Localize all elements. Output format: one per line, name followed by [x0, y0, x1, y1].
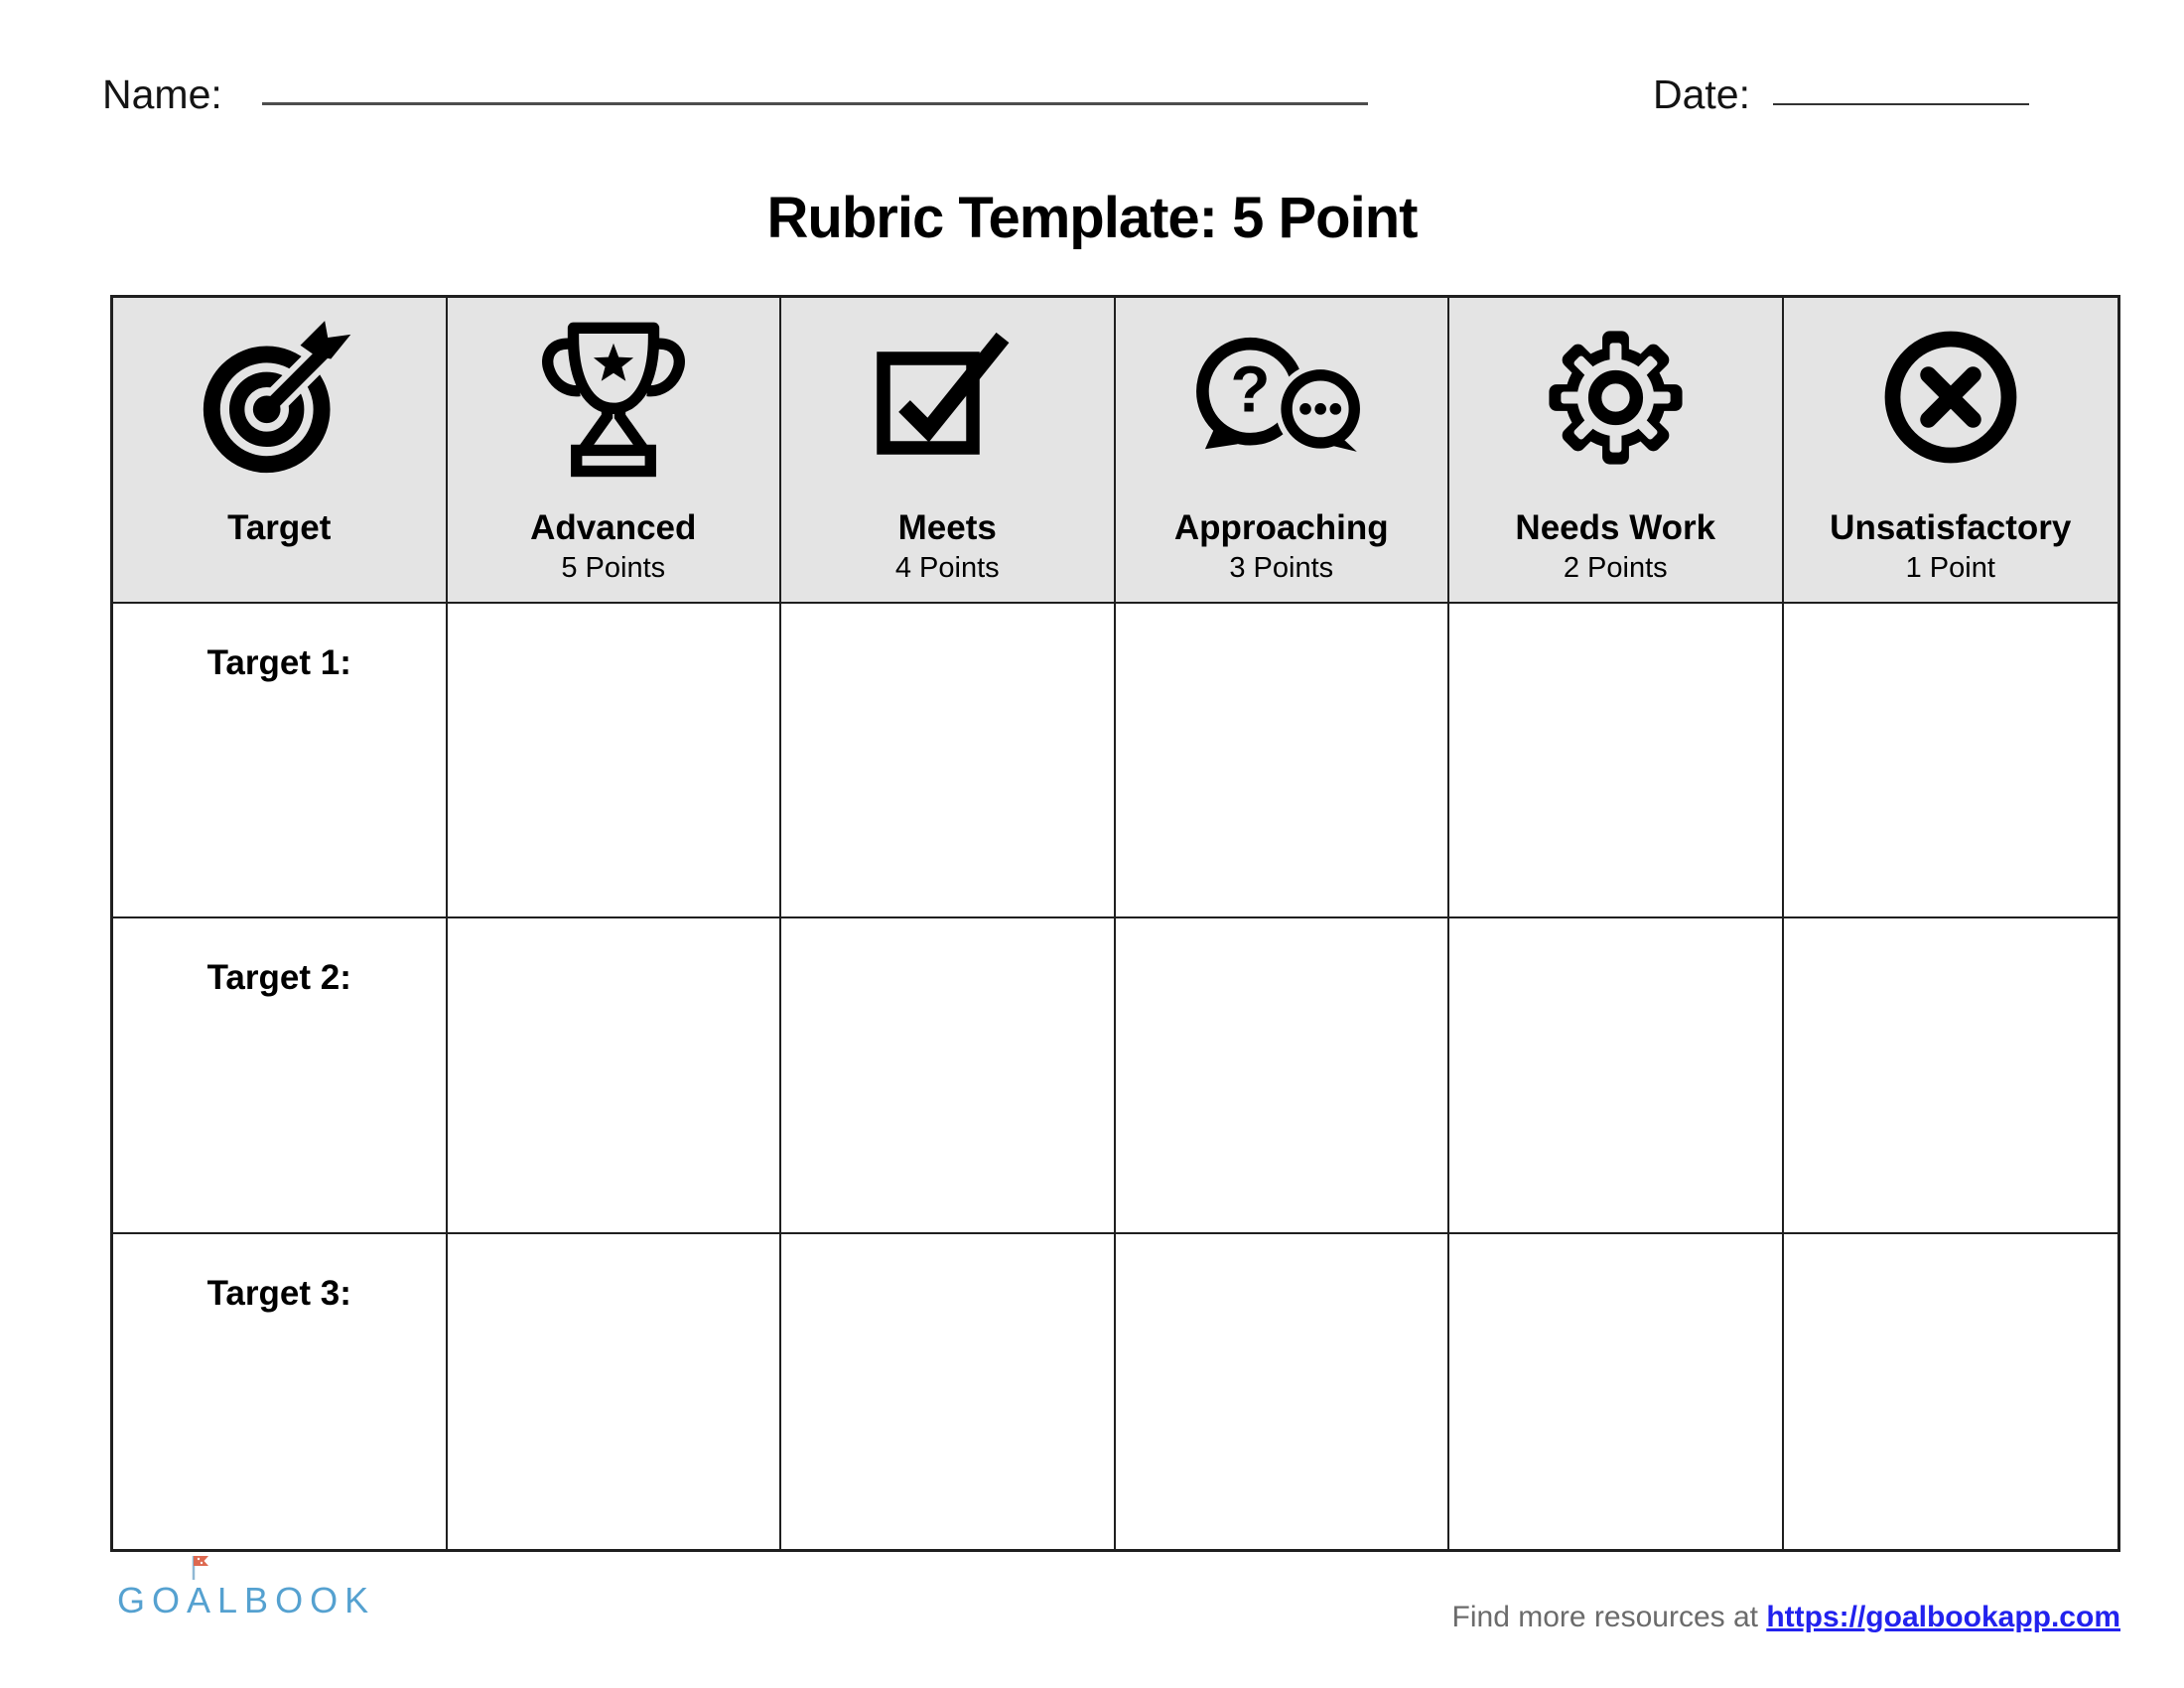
- rubric-cell-r1-meets: [781, 604, 1116, 919]
- rubric-table: Target Advanced 5 Points: [110, 295, 2120, 1552]
- rubric-cell-r2-meets: [781, 918, 1116, 1234]
- column-label: Needs Work: [1515, 508, 1716, 547]
- row-label-target-1: Target 1:: [113, 604, 448, 919]
- gear-icon: [1549, 330, 1683, 465]
- column-label: Target: [227, 508, 332, 547]
- column-label: Advanced: [530, 508, 697, 547]
- trophy-icon: [541, 322, 685, 478]
- header-cell-needs-work: Needs Work 2 Points: [1449, 298, 1784, 604]
- rubric-cell-r3-advanced: [448, 1233, 781, 1549]
- chat-bubbles-icon-box: ?: [1187, 316, 1376, 479]
- rubric-cell-r3-meets: [781, 1233, 1116, 1549]
- svg-text:?: ?: [1230, 352, 1270, 425]
- rubric-cell-r2-needs-work: [1449, 918, 1784, 1234]
- rubric-cell-r1-needs-work: [1449, 604, 1784, 919]
- logo-letter-a: A: [187, 1556, 218, 1621]
- goalbookapp-link[interactable]: https://goalbookapp.com: [1766, 1601, 2120, 1633]
- logo-text-lbook: LBOOK: [217, 1580, 376, 1620]
- target-icon-box: [200, 316, 359, 479]
- column-label: Approaching: [1173, 508, 1389, 547]
- header-cell-approaching: ? Approaching 3 Points: [1115, 298, 1449, 604]
- checkbox-icon-box: [866, 316, 1029, 479]
- logo-text-go: GO: [117, 1580, 188, 1620]
- header-cell-target: Target: [113, 298, 448, 604]
- footer-note: Find more resources at https://goalbooka…: [1452, 1601, 2120, 1634]
- find-more-text: Find more resources at: [1451, 1601, 1758, 1633]
- name-blank-line: [262, 102, 1368, 105]
- rubric-cell-r1-unsatisfactory: [1783, 604, 2117, 919]
- column-points: 1 Point: [1905, 552, 1995, 584]
- rubric-cell-r2-advanced: [447, 918, 781, 1234]
- rubric-cell-r3-unsatisfactory: [1784, 1234, 2118, 1549]
- x-circle-icon-box: [1876, 316, 2025, 479]
- row-label-target-3: Target 3:: [113, 1233, 448, 1549]
- target-bullseye-icon: [204, 318, 359, 474]
- header-cell-advanced: Advanced 5 Points: [447, 298, 781, 604]
- date-label: Date:: [1653, 71, 1750, 117]
- rubric-cell-r1-advanced: [447, 604, 781, 919]
- rubric-cell-r2-approaching: [1115, 918, 1449, 1234]
- column-points: 3 Points: [1229, 552, 1334, 584]
- column-label: Unsatisfactory: [1830, 508, 2072, 547]
- column-points: 2 Points: [1563, 552, 1668, 584]
- gear-icon-box: [1539, 316, 1693, 479]
- header-cell-meets: Meets 4 Points: [781, 298, 1116, 604]
- logo-a-text: A: [187, 1580, 218, 1620]
- header-cell-unsatisfactory: Unsatisfactory 1 Point: [1783, 298, 2117, 604]
- rubric-cell-r2-unsatisfactory: [1783, 918, 2117, 1234]
- date-blank-line: [1773, 103, 2029, 105]
- page-title: Rubric Template: 5 Point: [766, 186, 1419, 250]
- rubric-cell-r1-approaching: [1115, 604, 1449, 919]
- x-circle-icon: [1884, 331, 2017, 464]
- column-points: 5 Points: [561, 552, 666, 584]
- column-points: 4 Points: [894, 552, 1000, 584]
- flag-icon: [192, 1556, 209, 1580]
- trophy-icon-box: [533, 316, 694, 479]
- question-chat-bubbles-icon: ?: [1195, 337, 1366, 454]
- rubric-cell-r3-needs-work: [1449, 1233, 1784, 1549]
- row-label-target-2: Target 2:: [113, 918, 448, 1234]
- column-label: Meets: [897, 508, 997, 547]
- checkbox-check-icon: [877, 332, 1010, 455]
- rubric-cell-r3-approaching: [1116, 1233, 1449, 1549]
- name-label: Name:: [102, 71, 222, 117]
